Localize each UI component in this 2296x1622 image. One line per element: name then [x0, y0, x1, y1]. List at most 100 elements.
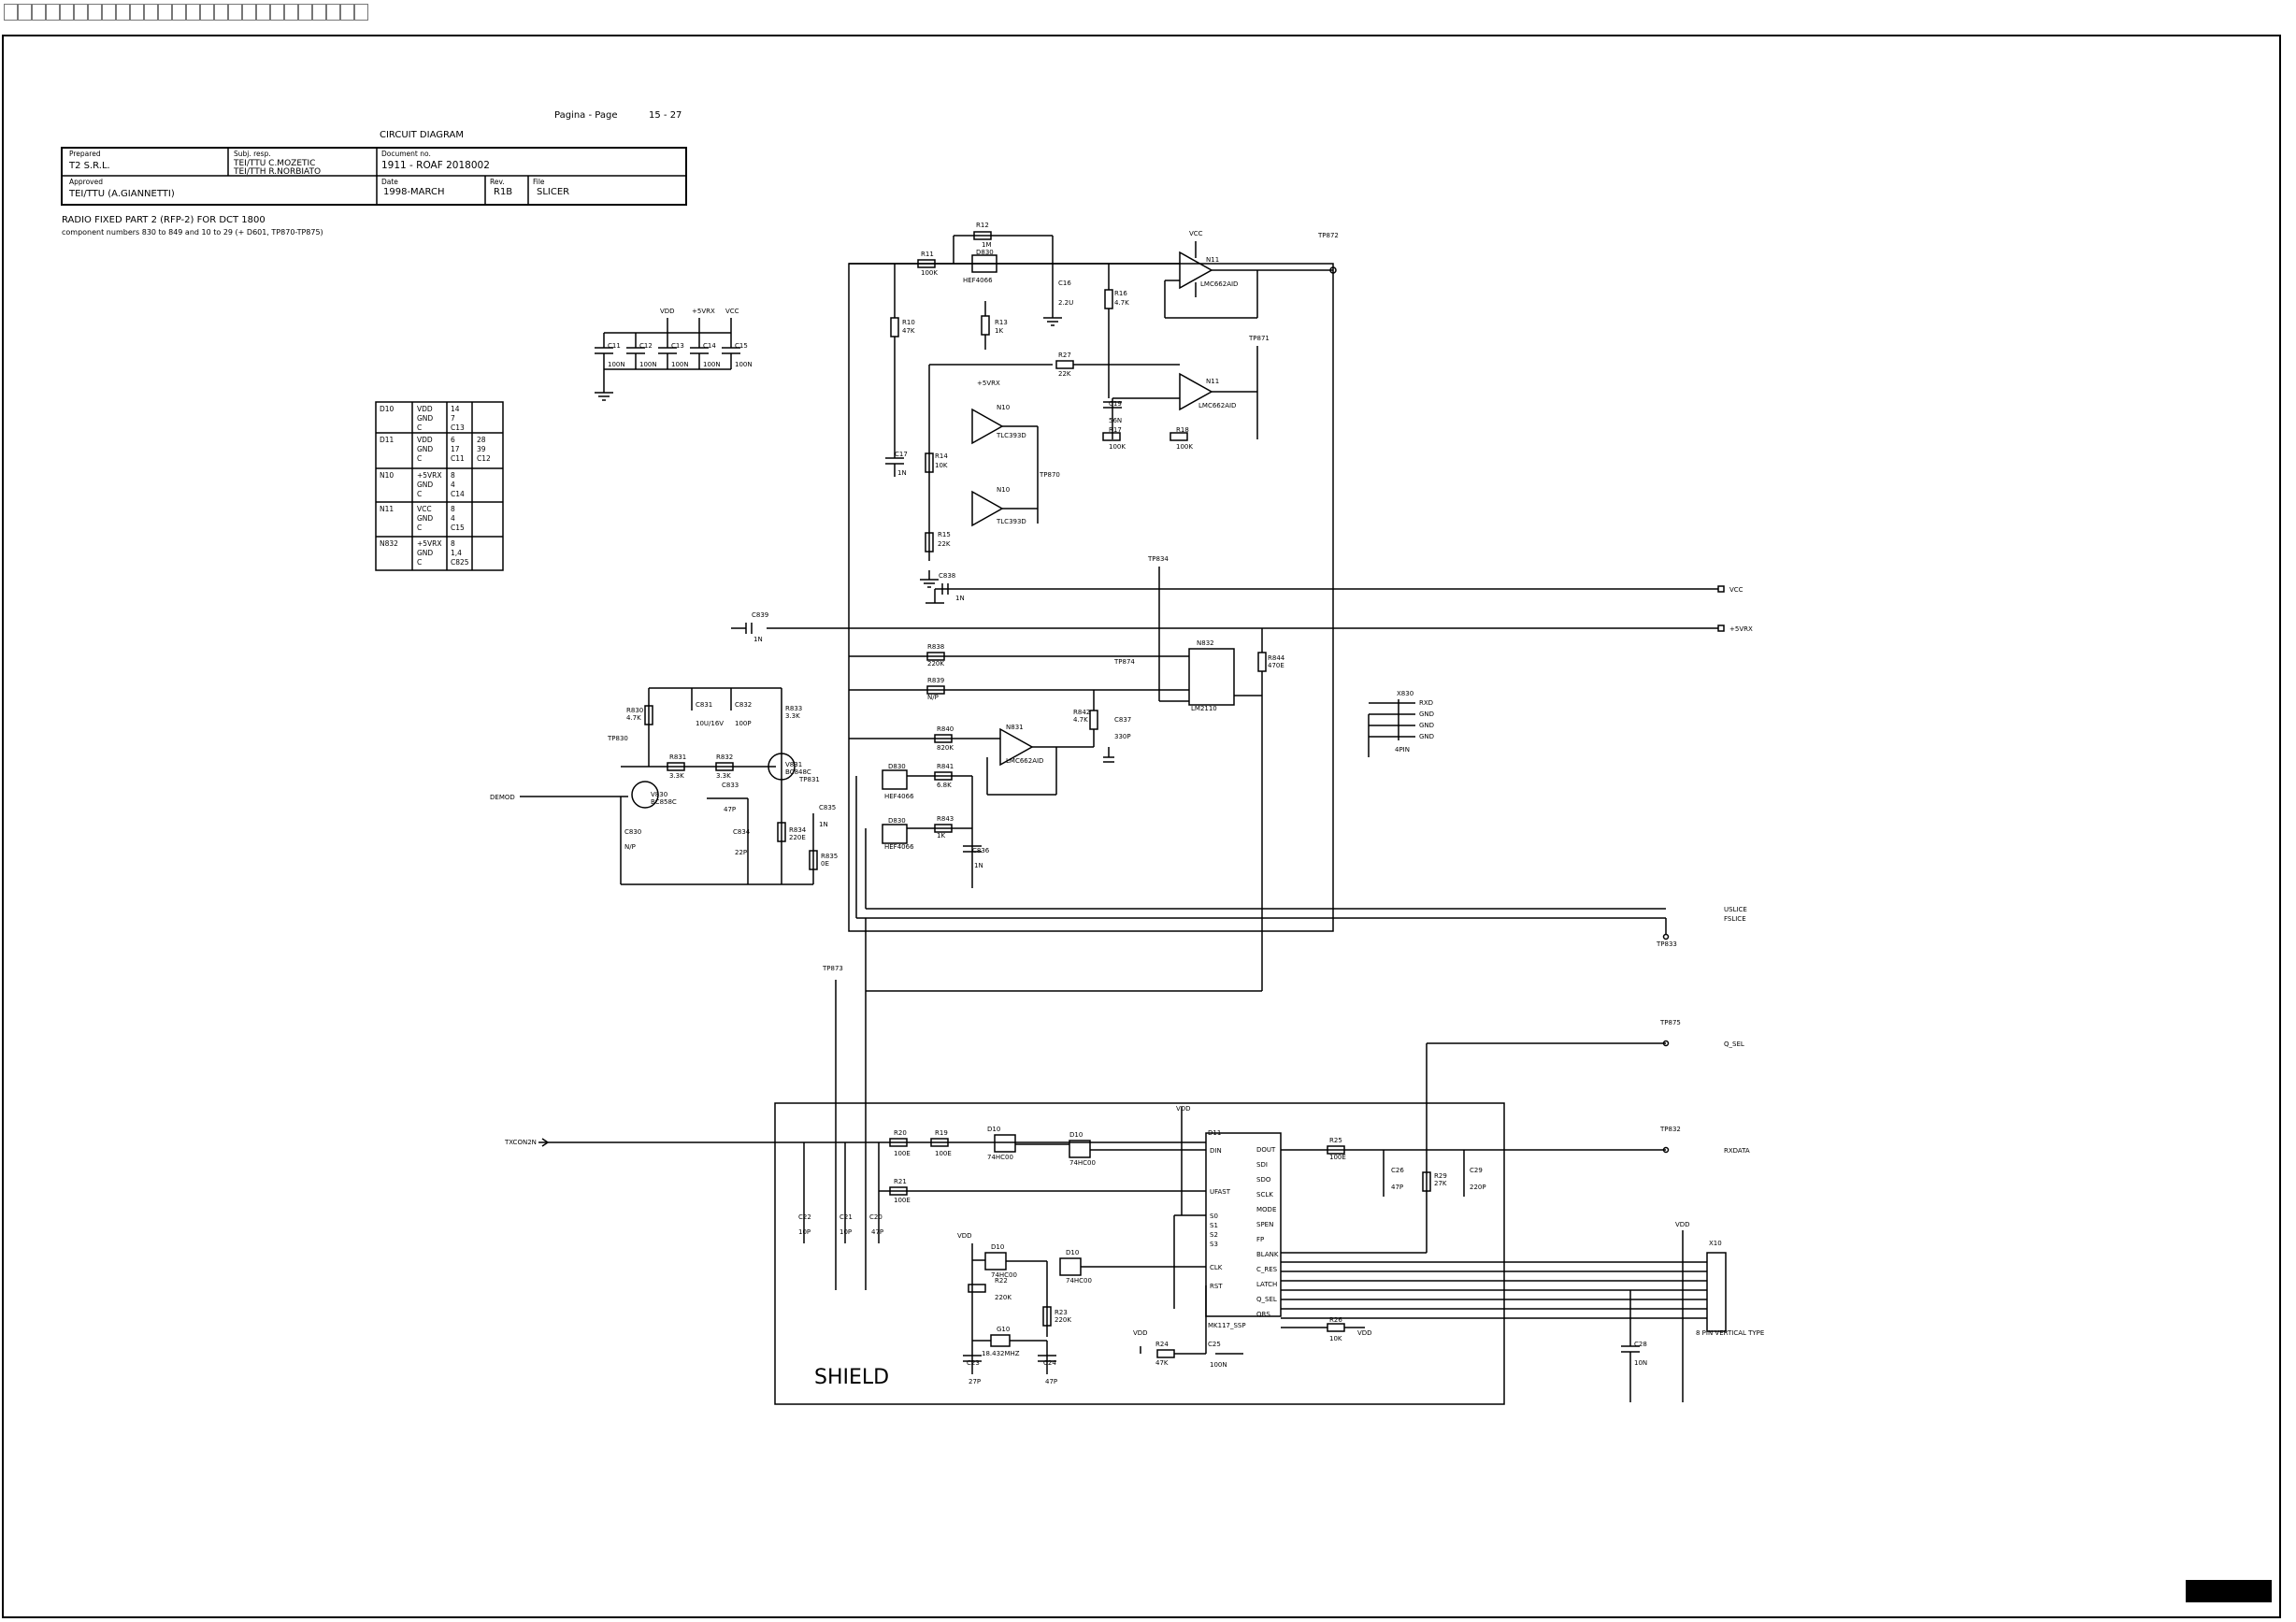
svg-text:R20: R20: [894, 1129, 907, 1137]
ic-d11: D11 MK117_SSP DINUFASTS0S1S2S3CLKRSTDOUT…: [1133, 1105, 1282, 1369]
vcc-rail-label: VCC: [1729, 586, 1744, 594]
d11-pin-label: S3: [1210, 1241, 1218, 1248]
svg-text:R12: R12: [976, 222, 989, 229]
svg-text:X10: X10: [1709, 1240, 1722, 1247]
vdd-label: VDD: [660, 308, 675, 315]
document-value: 1911 - ROAF 2018002: [381, 160, 490, 171]
power-table-cell: 4: [451, 514, 455, 523]
page-border: [2, 35, 2281, 1618]
diagram-title: CIRCUIT DIAGRAM: [380, 130, 464, 140]
connector-x830: X830 RXD GND GND GND 4PIN: [1368, 690, 1434, 757]
file-label: File: [533, 178, 545, 186]
power-table-cell: GND: [417, 445, 433, 453]
placeholder-tab-strip: [0, 0, 368, 26]
svg-text:R842: R842: [1073, 709, 1090, 716]
svg-text:+5VRX: +5VRX: [977, 380, 1000, 387]
svg-text:HEF4066: HEF4066: [963, 277, 993, 284]
svg-text:1K: 1K: [995, 327, 1003, 335]
svg-text:3.3K: 3.3K: [716, 772, 731, 780]
svg-text:C834: C834: [733, 828, 751, 836]
svg-text:74HC00: 74HC00: [991, 1271, 1017, 1279]
d11-pin-label: FP: [1256, 1236, 1264, 1243]
svg-text:TP871: TP871: [1248, 335, 1270, 342]
demod-transistor-stage: DEMOD TP830 TP831 R830 4.7K R831 3.3K R8…: [490, 687, 838, 885]
svg-text:100E: 100E: [1329, 1154, 1346, 1161]
shield-label: SHIELD: [814, 1366, 889, 1389]
svg-text:GND: GND: [1419, 722, 1434, 729]
svg-text:N/P: N/P: [624, 843, 636, 851]
svg-text:R18: R18: [1176, 426, 1189, 434]
svg-text:47P: 47P: [724, 806, 736, 813]
d11-pin-label: S0: [1210, 1213, 1218, 1220]
power-table-cell: +5VRX: [417, 471, 442, 480]
svg-text:C19: C19: [1109, 400, 1122, 408]
note-line2: component numbers 830 to 849 and 10 to 2…: [62, 228, 323, 237]
svg-text:R843: R843: [937, 815, 954, 823]
svg-text:LMC662AID: LMC662AID: [1200, 280, 1238, 288]
logo-text: T2: [2227, 1582, 2255, 1605]
svg-text:C838: C838: [939, 572, 955, 580]
power-table-cell: C: [417, 524, 422, 532]
svg-text:HEF4066: HEF4066: [884, 793, 914, 800]
d11-pin-label: UFAST: [1210, 1188, 1231, 1196]
svg-text:220K: 220K: [995, 1294, 1012, 1301]
svg-text:4.7K: 4.7K: [1114, 299, 1129, 307]
power-table-cell: 39: [477, 445, 486, 453]
svg-text:18.432MHZ: 18.432MHZ: [982, 1350, 1020, 1357]
svg-text:C839: C839: [752, 611, 768, 619]
svg-text:74HC00: 74HC00: [1066, 1277, 1092, 1285]
svg-text:TP870: TP870: [1039, 471, 1060, 479]
svg-text:RXD: RXD: [1419, 699, 1433, 707]
svg-text:C24: C24: [1043, 1359, 1056, 1367]
d11-pin-label: QRS: [1256, 1311, 1270, 1318]
svg-text:R14: R14: [935, 452, 948, 460]
svg-text:C21: C21: [839, 1213, 853, 1221]
power-table-cell: 14: [451, 405, 460, 413]
svg-text:R24: R24: [1155, 1341, 1169, 1348]
svg-text:R16: R16: [1114, 290, 1127, 297]
uslice-label: USLICE: [1724, 906, 1747, 913]
t2-logo: T2: [2186, 1580, 2272, 1605]
svg-text:D10: D10: [987, 1126, 1000, 1133]
svg-text:D11: D11: [1208, 1129, 1221, 1137]
output-side: Q_SEL RXDATA TP875 TP832 R25 100E R29 27…: [1281, 1019, 1750, 1342]
svg-text:1M: 1M: [982, 241, 992, 249]
svg-text:TP831: TP831: [798, 776, 820, 783]
svg-text:47P: 47P: [1391, 1184, 1403, 1191]
svg-text:R838: R838: [927, 643, 944, 651]
page-label: Pagina - Page: [554, 110, 617, 121]
power-table-cell: C: [417, 423, 422, 432]
svg-text:R11: R11: [921, 251, 934, 258]
svg-text:R839: R839: [927, 677, 944, 684]
opamp-n11-lower: R27 22K N11 LMC662AID R17 100K R18 100K …: [1055, 264, 1270, 451]
svg-text:6.8K: 6.8K: [937, 782, 952, 789]
svg-text:1K: 1K: [937, 832, 945, 840]
capacitor-ref: C14: [703, 342, 716, 350]
svg-text:1N: 1N: [897, 469, 907, 477]
note-line1: RADIO FIXED PART 2 (RFP-2) FOR DCT 1800: [62, 215, 265, 225]
connector-x10: X10 8 PIN VERTICAL TYPE C28 10N VDD: [1281, 1221, 1764, 1402]
svg-text:R17: R17: [1109, 426, 1122, 434]
d11-pin-label: LATCH: [1256, 1281, 1277, 1288]
svg-text:10P: 10P: [798, 1228, 811, 1236]
svg-text:10P: 10P: [839, 1228, 852, 1236]
svg-text:10K: 10K: [935, 462, 948, 469]
input-switch-area: R11 100K R12 1M D830 HEF4066 C16 2.2U R1…: [885, 222, 1073, 477]
svg-text:1N: 1N: [753, 636, 763, 643]
capacitor-value: 100N: [735, 361, 753, 368]
svg-text:D830: D830: [888, 817, 906, 825]
power-table-cell: N11: [380, 505, 394, 513]
svg-text:C833: C833: [722, 782, 739, 789]
capacitor-value: 100N: [703, 361, 721, 368]
svg-text:TLC393D: TLC393D: [996, 518, 1026, 525]
capacitor-ref: C15: [735, 342, 748, 350]
svg-text:R832: R832: [716, 754, 733, 761]
svg-text:N11: N11: [1206, 256, 1219, 264]
svg-text:C23: C23: [967, 1359, 980, 1367]
supply-rails: VCC +5VRX C838 1N C839 1N TP834: [731, 555, 1753, 643]
svg-text:LMC662AID: LMC662AID: [1006, 757, 1043, 765]
power-table-cell: C: [417, 454, 422, 463]
svg-text:C29: C29: [1470, 1167, 1483, 1174]
d11-pin-label: C_RES: [1256, 1266, 1278, 1273]
svg-text:1N: 1N: [955, 595, 965, 602]
